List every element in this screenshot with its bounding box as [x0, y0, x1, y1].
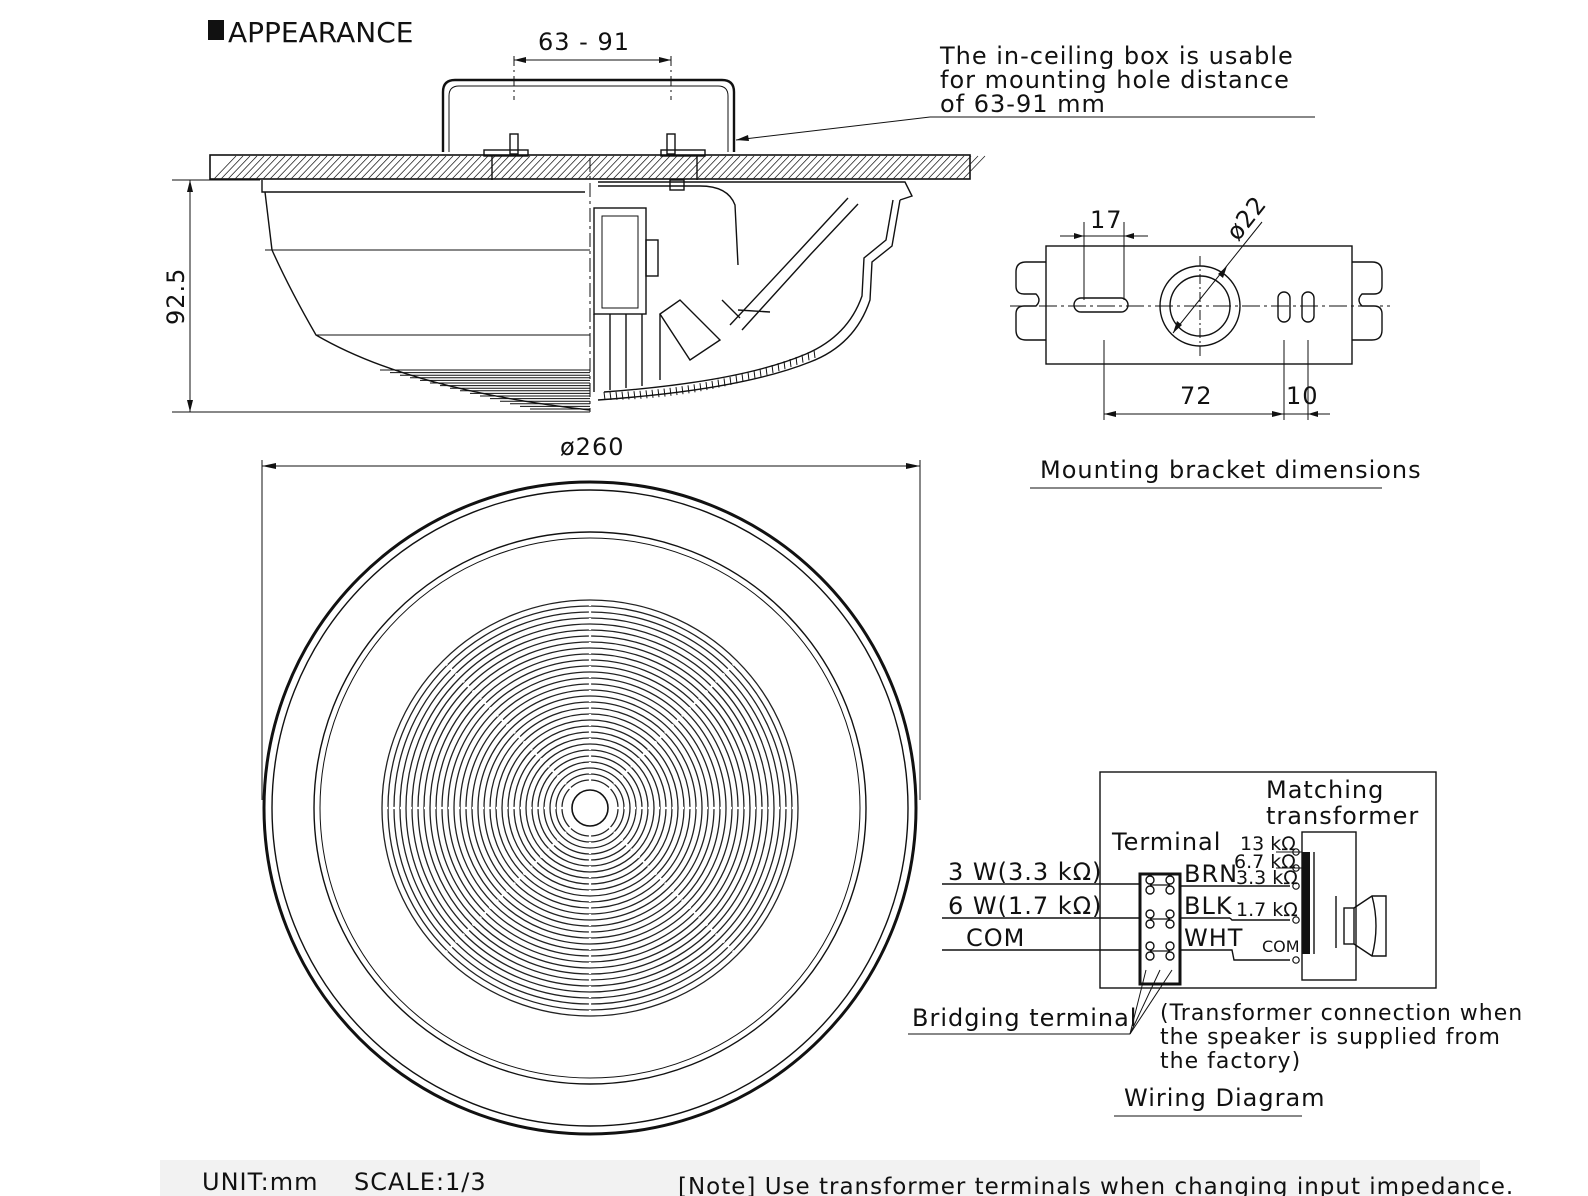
bracket-small-slot-2 [1301, 291, 1315, 323]
inner-rim [313, 531, 867, 1085]
slot-width-label: 17 [1090, 206, 1123, 234]
terminal-block [1138, 872, 1182, 986]
slot-pitch-label: 10 [1286, 382, 1319, 410]
outer-rim [262, 480, 918, 1136]
unit-label: UNIT:mm [202, 1168, 318, 1196]
footer-band [160, 1160, 1480, 1196]
side-view: 63 - 91 The in-ceiling box is usable for… [162, 28, 1315, 413]
speaker-body-section [597, 199, 901, 401]
front-view: ø260 [261, 433, 921, 1136]
wiring-frame [1099, 771, 1437, 989]
mounting-stud-left [509, 133, 519, 155]
bracket-caption: Mounting bracket dimensions [1040, 456, 1422, 484]
section-title: APPEARANCE [228, 16, 413, 49]
bracket-slot [1073, 297, 1129, 313]
speaker-icon [1343, 895, 1387, 957]
wire-color-labels: BRN BLK WHT [1184, 860, 1247, 952]
bracket-plate [1045, 245, 1353, 365]
factory-note: (Transformer connection when the speaker… [1160, 1001, 1531, 1074]
hole-diameter-label: ø22 [1221, 190, 1273, 245]
transformer-box [1301, 831, 1357, 981]
bridging-label: Bridging terminal [912, 1004, 1137, 1032]
center-hub [571, 789, 609, 827]
hole-distance-label: 63 - 91 [538, 28, 630, 56]
input-labels: 3 W(3.3 kΩ) 6 W(1.7 kΩ) COM [948, 858, 1111, 952]
support-arm [729, 197, 859, 331]
bracket-small-slot-1 [1277, 291, 1291, 323]
speaker-body-exterior [264, 191, 591, 411]
bracket-span-label: 72 [1180, 382, 1213, 410]
transformer-label: Matching transformer [1266, 776, 1419, 830]
in-ceiling-box [441, 78, 736, 152]
scale-label: SCALE:1/3 [354, 1168, 487, 1196]
title-bullet-icon [208, 20, 224, 40]
grille [378, 596, 802, 1020]
mounting-stud-right [666, 133, 676, 155]
transformer-coil [1302, 852, 1310, 954]
height-label: 92.5 [162, 268, 190, 325]
wiring-diagram: Matching transformer Terminal 13 kΩ 6.7 … [908, 771, 1531, 1117]
callout-text: The in-ceiling box is usable for mountin… [939, 42, 1302, 118]
tap-labels: 13 kΩ 6.7 kΩ 3.3 kΩ 1.7 kΩ COM [1234, 833, 1304, 956]
ceiling-hatch [213, 155, 986, 180]
terminal-label: Terminal [1111, 828, 1221, 856]
footer-note: [Note] Use transformer terminals when ch… [678, 1174, 1514, 1196]
diameter-label: ø260 [560, 433, 625, 461]
wiring-caption: Wiring Diagram [1124, 1084, 1326, 1112]
mounting-bracket-view: 17 ø22 72 10 Mounting bracket dimensions [1010, 190, 1422, 489]
